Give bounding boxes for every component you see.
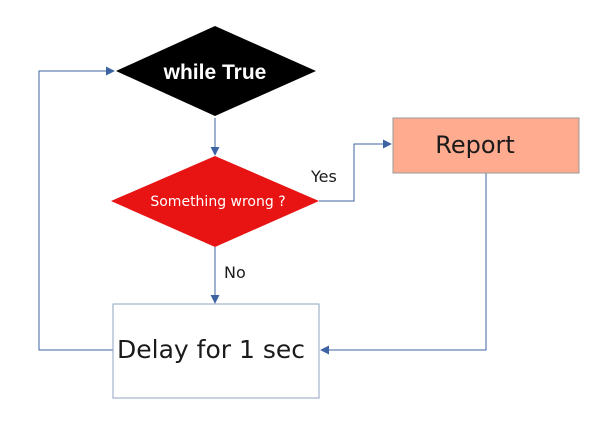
no-label: No	[224, 263, 246, 282]
yes-label: Yes	[310, 167, 337, 186]
delay-label: Delay for 1 sec	[117, 335, 305, 364]
check-label: Something wrong ?	[150, 194, 285, 210]
loop-diamond	[116, 26, 316, 116]
connector-report-to-delay	[320, 173, 487, 355]
report-box	[392, 117, 580, 174]
check-diamond	[111, 156, 319, 247]
report-label: Report	[435, 131, 515, 159]
connector-check-to-report	[319, 139, 392, 202]
connector-delay-to-loop	[38, 66, 115, 351]
loop-label: while True	[163, 61, 267, 84]
delay-box	[112, 303, 320, 399]
